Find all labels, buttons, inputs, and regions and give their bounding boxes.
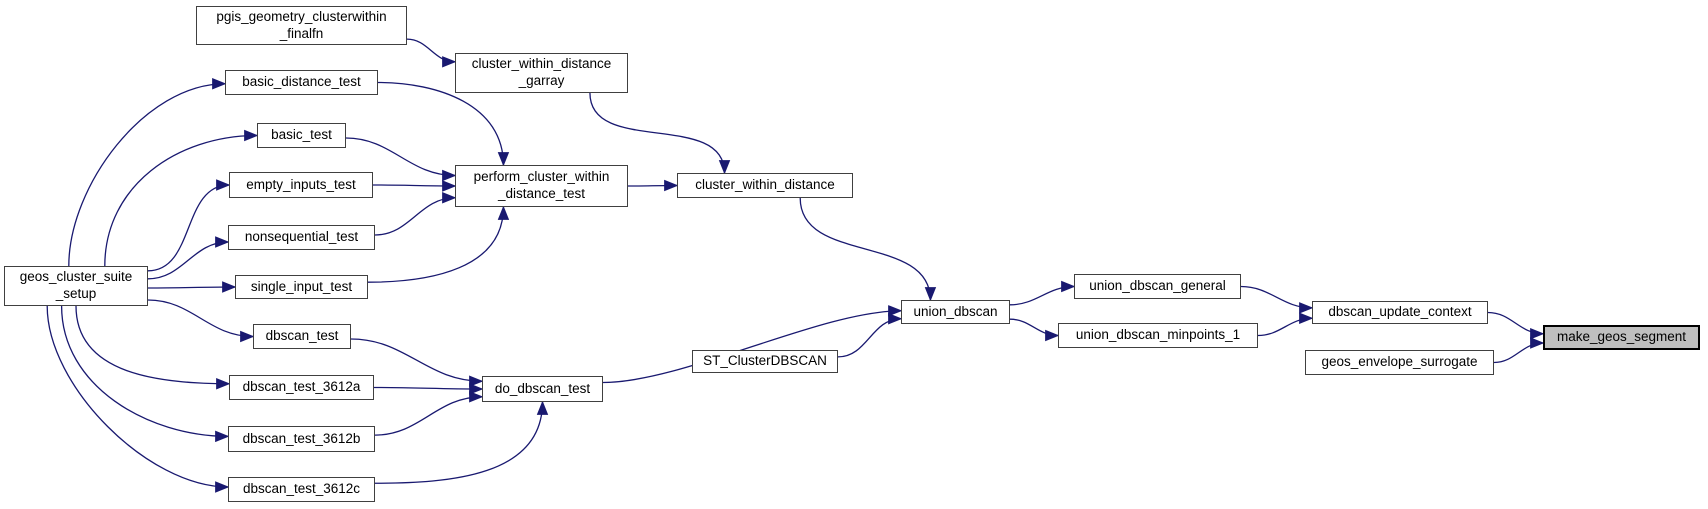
graph-edge-perform_cluster_within_distance_test-to-cluster_within_distance — [627, 179, 679, 192]
graph-edge-cluster_within_distance_garray-to-cluster_within_distance — [589, 92, 731, 175]
graph-node-basic_test[interactable]: basic_test — [257, 123, 346, 148]
graph-node-single_input_test[interactable]: single_input_test — [235, 275, 368, 299]
graph-edge-geos_cluster_suite_setup-to-dbscan_test_3612a — [75, 305, 231, 390]
graph-node-do_dbscan_test[interactable]: do_dbscan_test — [482, 376, 603, 402]
graph-edge-basic_distance_test-to-perform_cluster_within_distance_test — [377, 81, 510, 167]
graph-edge-geos_cluster_suite_setup-to-nonsequential_test — [147, 236, 230, 280]
graph-edge-nonsequential_test-to-perform_cluster_within_distance_test — [374, 192, 457, 236]
graph-node-dbscan_test[interactable]: dbscan_test — [253, 324, 351, 349]
graph-edge-basic_test-to-perform_cluster_within_distance_test — [345, 137, 457, 182]
graph-node-union_dbscan_minpoints_1[interactable]: union_dbscan_minpoints_1 — [1058, 323, 1258, 348]
graph-node-basic_distance_test[interactable]: basic_distance_test — [225, 70, 378, 95]
graph-edge-union_dbscan-to-union_dbscan_general — [1009, 280, 1076, 306]
graph-node-pgis_geometry_clusterwithin_finalfn[interactable]: pgis_geometry_clusterwithin _finalfn — [196, 6, 407, 45]
graph-edge-geos_cluster_suite_setup-to-empty_inputs_test — [147, 179, 231, 272]
graph-edge-geos_cluster_suite_setup-to-single_input_test — [147, 281, 237, 293]
graph-node-nonsequential_test[interactable]: nonsequential_test — [228, 225, 375, 250]
graph-edge-do_dbscan_test-to-union_dbscan — [602, 305, 903, 384]
graph-edge-geos_envelope_surrogate-to-make_geos_segment — [1493, 337, 1545, 364]
graph-edge-geos_cluster_suite_setup-to-basic_distance_test — [68, 78, 227, 267]
graph-node-dbscan_update_context[interactable]: dbscan_update_context — [1312, 301, 1488, 324]
graph-edge-geos_cluster_suite_setup-to-dbscan_test_3612c — [46, 305, 230, 493]
graph-edge-geos_cluster_suite_setup-to-dbscan_test — [147, 299, 255, 343]
graph-node-make_geos_segment: make_geos_segment — [1543, 325, 1700, 350]
graph-node-cluster_within_distance_garray[interactable]: cluster_within_distance _garray — [455, 53, 628, 93]
graph-edge-dbscan_test_3612c-to-do_dbscan_test — [374, 400, 549, 484]
graph-edge-geos_cluster_suite_setup-to-dbscan_test_3612b — [60, 305, 230, 443]
graph-node-perform_cluster_within_distance_test[interactable]: perform_cluster_within _distance_test — [455, 165, 628, 207]
graph-node-empty_inputs_test[interactable]: empty_inputs_test — [229, 172, 373, 198]
graph-node-ST_ClusterDBSCAN[interactable]: ST_ClusterDBSCAN — [692, 350, 838, 373]
graph-edge-geos_cluster_suite_setup-to-basic_test — [104, 129, 259, 267]
graph-node-dbscan_test_3612c[interactable]: dbscan_test_3612c — [228, 477, 375, 502]
graph-node-union_dbscan_general[interactable]: union_dbscan_general — [1074, 274, 1241, 299]
graph-edge-dbscan_test_3612b-to-do_dbscan_test — [374, 391, 484, 436]
graph-node-geos_cluster_suite_setup[interactable]: geos_cluster_suite _setup — [4, 266, 148, 306]
graph-node-union_dbscan[interactable]: union_dbscan — [901, 300, 1010, 324]
graph-edge-dbscan_test-to-do_dbscan_test — [350, 338, 484, 387]
graph-edge-pgis_geometry_clusterwithin_finalfn-to-cluster_within_distance_garray — [406, 38, 457, 68]
graph-edge-ST_ClusterDBSCAN-to-union_dbscan — [837, 313, 903, 358]
graph-edge-union_dbscan_minpoints_1-to-dbscan_update_context — [1257, 312, 1314, 337]
graph-edge-single_input_test-to-perform_cluster_within_distance_test — [367, 205, 510, 283]
graph-edge-cluster_within_distance-to-union_dbscan — [799, 197, 937, 302]
graph-edge-union_dbscan-to-union_dbscan_minpoints_1 — [1009, 318, 1060, 342]
graph-node-geos_envelope_surrogate[interactable]: geos_envelope_surrogate — [1305, 350, 1494, 375]
graph-node-cluster_within_distance[interactable]: cluster_within_distance — [677, 173, 853, 198]
graph-edge-union_dbscan_general-to-dbscan_update_context — [1240, 285, 1314, 314]
graph-node-dbscan_test_3612b[interactable]: dbscan_test_3612b — [228, 426, 375, 452]
graph-edge-empty_inputs_test-to-perform_cluster_within_distance_test — [372, 180, 457, 192]
graph-edge-dbscan_test_3612a-to-do_dbscan_test — [373, 383, 484, 395]
graph-node-dbscan_test_3612a[interactable]: dbscan_test_3612a — [229, 375, 374, 400]
graph-edge-dbscan_update_context-to-make_geos_segment — [1487, 311, 1545, 340]
